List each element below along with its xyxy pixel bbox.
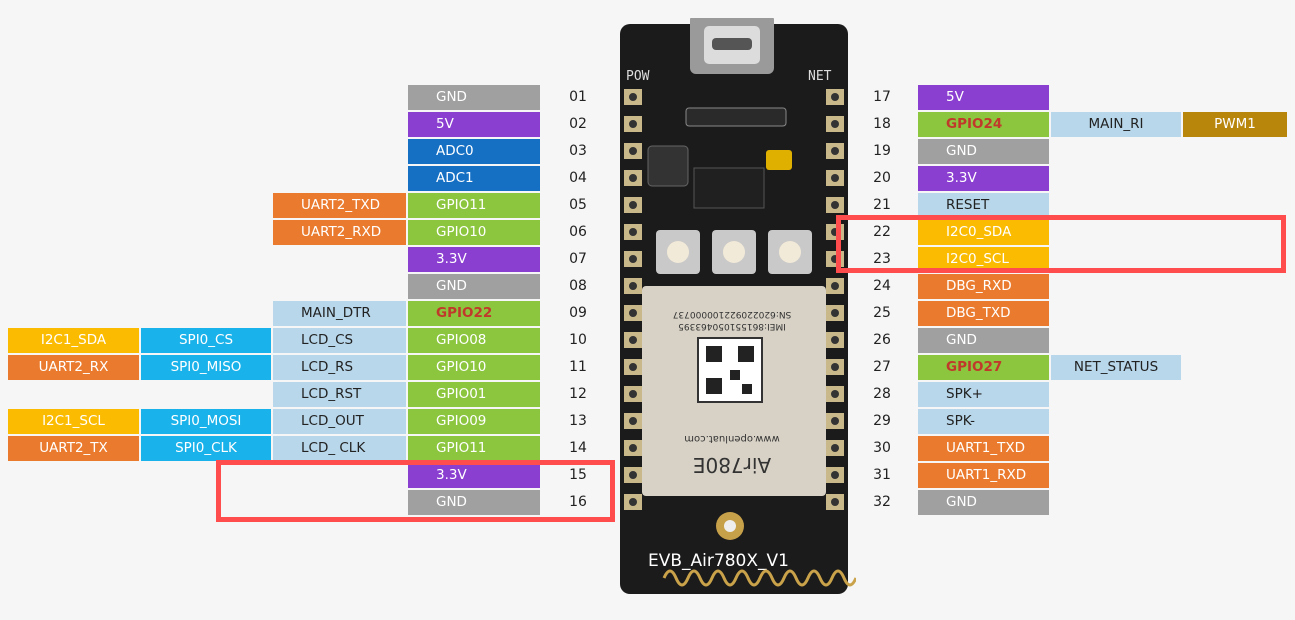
pin-number-31: 31 (873, 467, 891, 483)
pin-02-label-1: 5V (408, 112, 540, 137)
pin-30-label-1: UART1_TXD (918, 436, 1049, 461)
highlight-left (216, 460, 615, 522)
pin-31-label-1: UART1_RXD (918, 463, 1049, 488)
module-site: www.openluat.com (684, 433, 779, 444)
pin-13-label-1: GPIO09 (408, 409, 540, 434)
pin-number-17: 17 (873, 89, 891, 105)
pin-27-label-1: GPIO27 (918, 355, 1049, 380)
pin-number-23: 23 (873, 251, 891, 267)
evb-board: POW NET Air780E www.openluat.com SN:6202… (620, 18, 856, 594)
pin-number-29: 29 (873, 413, 891, 429)
pin-14-label-2: LCD_ CLK (273, 436, 406, 461)
pin-number-26: 26 (873, 332, 891, 348)
highlight-right (836, 215, 1286, 273)
pin-13-label-4: I2C1_SCL (8, 409, 139, 434)
capacitor (766, 150, 792, 170)
pin-number-15: 15 (569, 467, 587, 483)
spring-antenna (662, 569, 856, 587)
pin-06-label-2: UART2_RXD (273, 220, 406, 245)
pin-24-label-1: DBG_RXD (918, 274, 1049, 299)
pin-19-label-1: GND (918, 139, 1049, 164)
pin-18-label-1: GPIO24 (918, 112, 1049, 137)
pin-09-label-1: GPIO22 (408, 301, 540, 326)
pin-15-label-1: 3.3V (408, 463, 540, 488)
pin-number-27: 27 (873, 359, 891, 375)
pin-14-label-1: GPIO11 (408, 436, 540, 461)
pin-11-label-2: LCD_RS (273, 355, 406, 380)
pin-09-label-2: MAIN_DTR (273, 301, 406, 326)
pin-number-25: 25 (873, 305, 891, 321)
pin-11-label-4: UART2_RX (8, 355, 139, 380)
pin-11-label-3: SPI0_MISO (141, 355, 271, 380)
inductor (647, 145, 689, 187)
pin-12-label-1: GPIO01 (408, 382, 540, 407)
buttons (656, 230, 812, 274)
pin-number-02: 02 (569, 116, 587, 132)
pin-16-label-1: GND (408, 490, 540, 515)
pin-number-19: 19 (873, 143, 891, 159)
pin-10-label-4: I2C1_SDA (8, 328, 139, 353)
pin-number-01: 01 (569, 89, 587, 105)
pin-number-06: 06 (569, 224, 587, 240)
pin-number-24: 24 (873, 278, 891, 294)
pin-14-label-3: SPI0_CLK (141, 436, 271, 461)
pin-06-label-1: GPIO10 (408, 220, 540, 245)
pin-22-label-1: I2C0_SDA (918, 220, 1049, 245)
pin-13-label-2: LCD_OUT (273, 409, 406, 434)
pin-17-label-1: 5V (918, 85, 1049, 110)
pin-number-09: 09 (569, 305, 587, 321)
pin-18-label-2: MAIN_RI (1051, 112, 1181, 137)
pin-03-label-1: ADC0 (408, 139, 540, 164)
board-label: EVB_Air780X_V1 (648, 551, 789, 571)
pin-21-label-1: RESET (918, 193, 1049, 218)
pow-label: POW (626, 69, 650, 84)
pin-29-label-1: SPK- (918, 409, 1049, 434)
pin-10-label-3: SPI0_CS (141, 328, 271, 353)
pin-number-16: 16 (569, 494, 587, 510)
pin-number-21: 21 (873, 197, 891, 213)
pin-number-04: 04 (569, 170, 587, 186)
pin-23-label-1: I2C0_SCL (918, 247, 1049, 272)
module-imei: IMEI:861551050463395 (678, 321, 786, 331)
pin-number-05: 05 (569, 197, 587, 213)
pin-01-label-1: GND (408, 85, 540, 110)
pin-14-label-4: UART2_TX (8, 436, 139, 461)
right-header-pads (826, 89, 844, 510)
pin-number-28: 28 (873, 386, 891, 402)
pin-number-18: 18 (873, 116, 891, 132)
net-label: NET (808, 69, 832, 84)
pin-05-label-2: UART2_TXD (273, 193, 406, 218)
pin-number-10: 10 (569, 332, 587, 348)
pin-number-12: 12 (569, 386, 587, 402)
pin-number-22: 22 (873, 224, 891, 240)
pin-number-32: 32 (873, 494, 891, 510)
pin-number-20: 20 (873, 170, 891, 186)
pin-number-14: 14 (569, 440, 587, 456)
pin-32-label-1: GND (918, 490, 1049, 515)
pin-number-30: 30 (873, 440, 891, 456)
pin-08-label-1: GND (408, 274, 540, 299)
pin-28-label-1: SPK+ (918, 382, 1049, 407)
pin-27-label-2: NET_STATUS (1051, 355, 1181, 380)
pin-10-label-1: GPIO08 (408, 328, 540, 353)
pin-number-03: 03 (569, 143, 587, 159)
pin-12-label-2: LCD_RST (273, 382, 406, 407)
pin-number-11: 11 (569, 359, 587, 375)
pin-number-07: 07 (569, 251, 587, 267)
pin-11-label-1: GPIO10 (408, 355, 540, 380)
module-sn: SN:620220922100000737 (673, 309, 792, 319)
pin-05-label-1: GPIO11 (408, 193, 540, 218)
module-name: Air780E (693, 453, 771, 477)
pin-number-13: 13 (569, 413, 587, 429)
pin-07-label-1: 3.3V (408, 247, 540, 272)
pin-13-label-3: SPI0_MOSI (141, 409, 271, 434)
pin-26-label-1: GND (918, 328, 1049, 353)
pin-20-label-1: 3.3V (918, 166, 1049, 191)
pin-18-label-3: PWM1 (1183, 112, 1287, 137)
left-header-pads (624, 89, 642, 510)
pin-04-label-1: ADC1 (408, 166, 540, 191)
pin-25-label-1: DBG_TXD (918, 301, 1049, 326)
pin-number-08: 08 (569, 278, 587, 294)
pin-10-label-2: LCD_CS (273, 328, 406, 353)
